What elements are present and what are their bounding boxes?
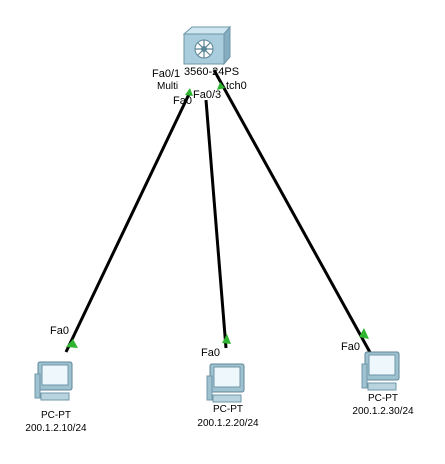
switch-model-label: 3560-24PS xyxy=(184,66,240,78)
port-label-pc3: Fa0 xyxy=(341,341,360,353)
pc2-type-label: PC-PT xyxy=(213,404,243,415)
port-label-pc1: Fa0 xyxy=(50,325,69,337)
port-label-pc2: Fa0 xyxy=(201,347,220,359)
link-up-indicator-sw3 xyxy=(217,82,225,90)
link-up-indicator-pc1 xyxy=(66,339,78,348)
port-label-switch-fa0-partial: Fa0 xyxy=(173,95,192,107)
link-up-indicator-pc3 xyxy=(359,328,369,339)
multilayer-switch-icon[interactable] xyxy=(182,25,232,66)
pc3-type-label: PC-PT xyxy=(368,393,398,404)
pc1-ip-label: 200.1.2.10/24 xyxy=(25,423,87,434)
pc-icon[interactable] xyxy=(206,363,245,403)
port-label-switch-fa0-1: Fa0/1 xyxy=(152,68,181,80)
link-up-indicator-sw1 xyxy=(185,88,193,96)
port-label-switch-fa0-3: Fa0/3 xyxy=(193,89,222,101)
pc2-ip-label: 200.1.2.20/24 xyxy=(197,418,259,429)
link-switch-pc1[interactable] xyxy=(64,91,192,353)
pc1-type-label: PC-PT xyxy=(41,410,71,421)
link-switch-pc2[interactable] xyxy=(204,99,228,349)
link-up-indicator-pc2 xyxy=(222,334,231,344)
pc-icon[interactable] xyxy=(361,351,400,391)
switch-name-fragment-right: tch0 xyxy=(226,80,247,92)
switch-name-fragment-left: Multi xyxy=(157,81,179,92)
pc3-ip-label: 200.1.2.30/24 xyxy=(352,406,414,417)
pc-icon[interactable] xyxy=(34,361,73,401)
link-switch-pc3[interactable] xyxy=(212,69,374,357)
